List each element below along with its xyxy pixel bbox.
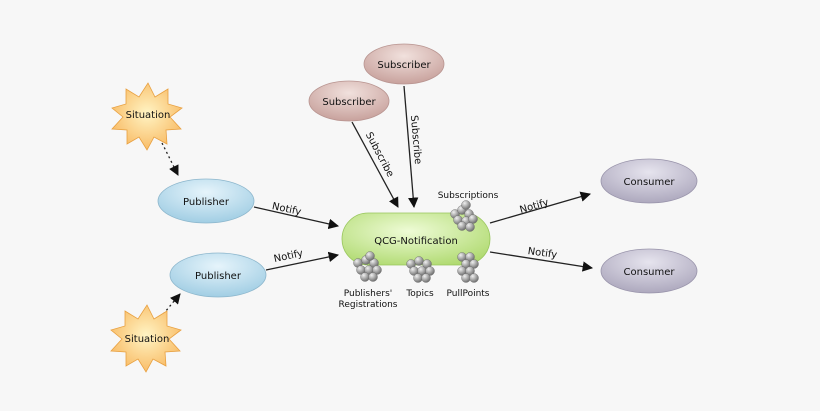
consumer-node-bottom: Consumer — [600, 248, 698, 294]
edge-center-to-consumer-top — [489, 191, 591, 224]
situation-burst-shape — [110, 304, 182, 373]
publishers-registrations-cluster-icon — [353, 251, 382, 282]
publisher-ellipse — [157, 178, 255, 224]
publisher-node-bottom: Publisher — [169, 252, 267, 298]
consumer-label: Consumer — [624, 177, 676, 188]
consumer-ellipse — [600, 158, 698, 204]
edge-publisher-bottom-to-center — [265, 251, 340, 271]
subscriber-node-left: Subscriber — [308, 80, 390, 122]
publisher-label: Publisher — [183, 197, 230, 208]
subscriber-node-right: Subscriber — [363, 43, 445, 85]
publisher-label: Publisher — [195, 271, 242, 282]
subscriptions-label: Subscriptions — [438, 191, 499, 201]
situation-label: Situation — [125, 334, 170, 345]
pullpoints-cluster-icon — [457, 252, 479, 283]
edge-label-subscribe-right: Subscribe — [408, 115, 423, 165]
edge-center-to-consumer-bottom — [489, 251, 594, 272]
subscriber-ellipse — [308, 80, 390, 122]
publishers-registrations-label-line2: Registrations — [339, 300, 398, 310]
edge-label-notify-consumer-bottom: Notify — [527, 246, 558, 261]
situation-burst-shape — [111, 82, 183, 151]
qcg-notification-label: QCG-Notification — [374, 236, 458, 247]
edge-situation-to-publisher-top — [161, 142, 179, 176]
situation-node-top: Situation — [111, 82, 183, 151]
subscriber-label: Subscriber — [377, 60, 431, 71]
subscriptions-cluster-icon — [450, 200, 478, 232]
subscriber-ellipse — [363, 43, 445, 85]
publisher-node-top: Publisher — [157, 178, 255, 224]
edge-publisher-top-to-center — [253, 206, 340, 230]
edge-subscriber-right-to-center — [403, 85, 419, 209]
situation-label: Situation — [126, 110, 171, 121]
qcg-notification-node: QCG-Notification — [341, 212, 491, 266]
subscriber-label: Subscriber — [322, 97, 376, 108]
qcg-notification-pill — [341, 212, 491, 266]
topics-cluster-icon — [406, 256, 435, 283]
publisher-ellipse — [169, 252, 267, 298]
edge-label-notify-consumer-top: Notify — [519, 197, 551, 216]
consumer-ellipse — [600, 248, 698, 294]
pullpoints-label: PullPoints — [446, 289, 489, 299]
edge-label-notify-publisher-top: Notify — [271, 201, 302, 218]
consumer-label: Consumer — [624, 267, 676, 278]
situation-node-bottom: Situation — [110, 304, 182, 373]
edge-subscriber-left-to-center — [351, 121, 399, 208]
publishers-registrations-label-line1: Publishers' — [344, 289, 392, 299]
topics-label: Topics — [405, 289, 434, 299]
consumer-node-top: Consumer — [600, 158, 698, 204]
